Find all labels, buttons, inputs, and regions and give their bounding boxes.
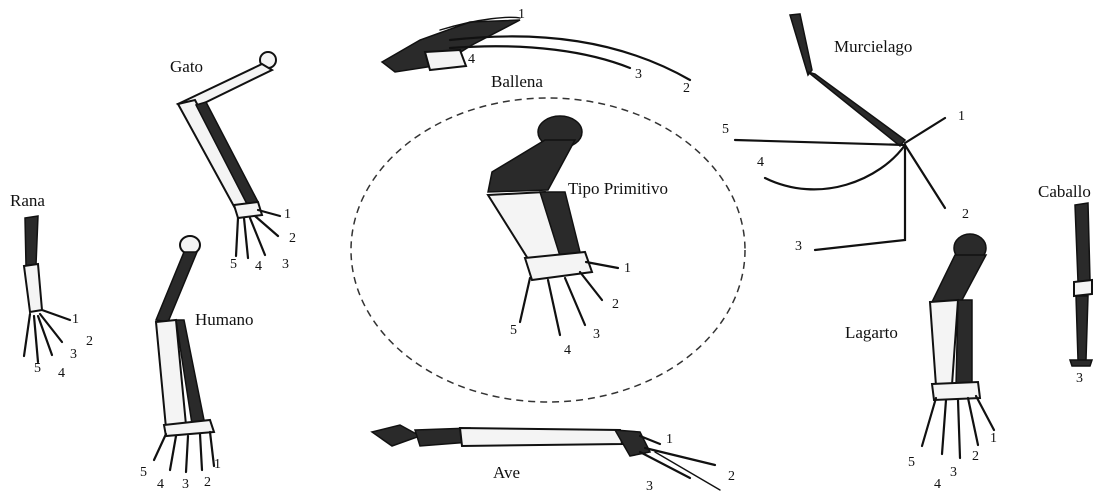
human-digit-4: 4 bbox=[157, 478, 164, 492]
label-lizard: Lagarto bbox=[845, 324, 898, 341]
bat-digit-1: 1 bbox=[958, 110, 965, 124]
horse-leg-drawing bbox=[1070, 203, 1092, 366]
lizard-digit-2: 2 bbox=[972, 450, 979, 464]
label-human: Humano bbox=[195, 311, 254, 328]
bird-digit-1: 1 bbox=[666, 433, 673, 447]
primitive-digit-3: 3 bbox=[593, 328, 600, 342]
whale-digit-3: 3 bbox=[635, 68, 642, 82]
bat-digit-3: 3 bbox=[795, 240, 802, 254]
human-digit-2: 2 bbox=[204, 476, 211, 490]
primitive-digit-1: 1 bbox=[624, 262, 631, 276]
human-arm-drawing bbox=[154, 236, 214, 472]
label-horse: Caballo bbox=[1038, 183, 1091, 200]
label-bat: Murcielago bbox=[834, 38, 912, 55]
label-whale: Ballena bbox=[491, 73, 543, 90]
label-bird: Ave bbox=[493, 464, 520, 481]
bat-digit-4: 4 bbox=[757, 156, 764, 170]
whale-flipper-drawing bbox=[382, 17, 690, 80]
primitive-limb-drawing bbox=[488, 116, 618, 335]
lizard-digit-3: 3 bbox=[950, 466, 957, 480]
cat-digit-4: 4 bbox=[255, 260, 262, 274]
frog-digit-2: 2 bbox=[86, 335, 93, 349]
primitive-digit-4: 4 bbox=[564, 344, 571, 358]
bird-digit-2: 2 bbox=[728, 470, 735, 484]
human-digit-3: 3 bbox=[182, 478, 189, 492]
cat-digit-2: 2 bbox=[289, 232, 296, 246]
label-frog: Rana bbox=[10, 192, 45, 209]
primitive-digit-2: 2 bbox=[612, 298, 619, 312]
lizard-digit-5: 5 bbox=[908, 456, 915, 470]
lizard-leg-drawing bbox=[922, 234, 994, 458]
whale-digit-2: 2 bbox=[683, 82, 690, 96]
cat-digit-1: 1 bbox=[284, 208, 291, 222]
bat-digit-5: 5 bbox=[722, 123, 729, 137]
frog-leg-drawing bbox=[24, 216, 70, 362]
frog-digit-1: 1 bbox=[72, 313, 79, 327]
bat-digit-2: 2 bbox=[962, 208, 969, 222]
frog-digit-5: 5 bbox=[34, 362, 41, 376]
whale-digit-1: 1 bbox=[518, 8, 525, 22]
lizard-digit-1: 1 bbox=[990, 432, 997, 446]
cat-leg-drawing bbox=[178, 52, 280, 258]
horse-digit-3: 3 bbox=[1076, 372, 1083, 386]
primitive-digit-5: 5 bbox=[510, 324, 517, 338]
bird-digit-3: 3 bbox=[646, 480, 653, 494]
human-digit-5: 5 bbox=[140, 466, 147, 480]
cat-digit-3: 3 bbox=[282, 258, 289, 272]
human-digit-1: 1 bbox=[214, 458, 221, 472]
lizard-digit-4: 4 bbox=[934, 478, 941, 492]
cat-digit-5: 5 bbox=[230, 258, 237, 272]
frog-digit-3: 3 bbox=[70, 348, 77, 362]
label-cat: Gato bbox=[170, 58, 203, 75]
whale-digit-4: 4 bbox=[468, 53, 475, 67]
frog-digit-4: 4 bbox=[58, 367, 65, 381]
label-primitive-type: Tipo Primitivo bbox=[568, 180, 668, 197]
